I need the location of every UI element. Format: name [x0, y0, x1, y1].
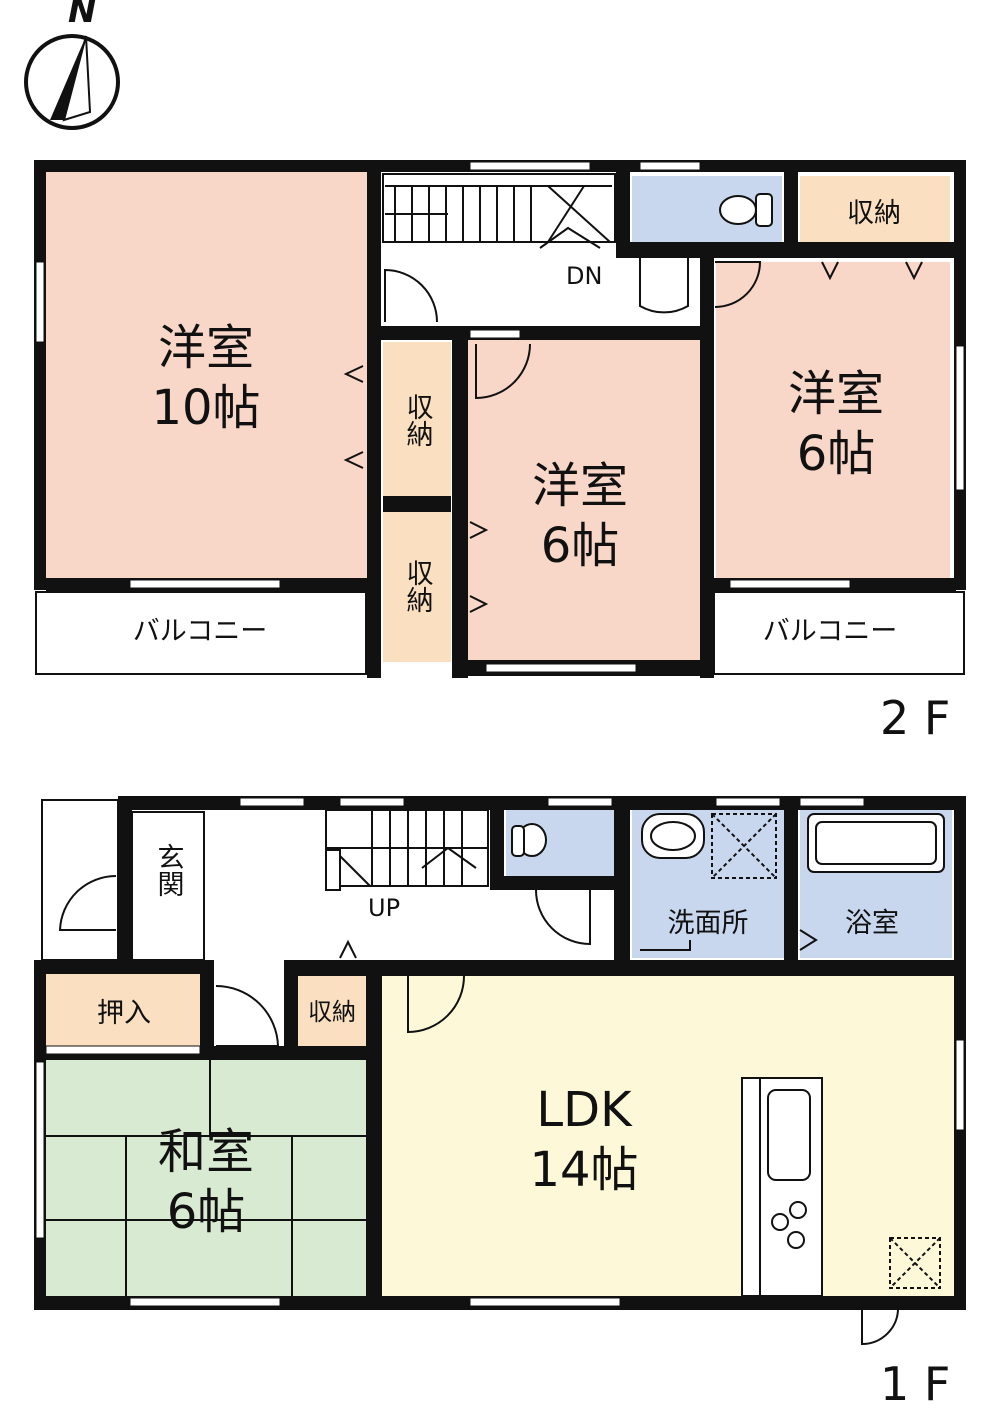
room-storage-mid-lower [383, 512, 451, 662]
kitchen-counter [741, 1077, 823, 1297]
washroom-label: 洗面所 [668, 908, 749, 939]
stove-burner [771, 1213, 789, 1231]
room-size: 14帖 [529, 1142, 638, 1198]
room-western-6-mid [468, 340, 700, 662]
balcony-left [35, 591, 367, 675]
room-size: 6帖 [541, 518, 620, 574]
balcony-right [713, 591, 965, 675]
stairs-up-label: UP [368, 894, 400, 922]
floor-label: 2 F [880, 691, 950, 745]
room-japanese [46, 1060, 368, 1296]
room-ldk [382, 976, 954, 1296]
room-storage-1f [298, 974, 366, 1046]
tatami-lines [46, 1060, 368, 1296]
north-label: N [68, 0, 96, 31]
storage-label: 収納 [308, 998, 356, 1026]
bathtub-icon [807, 813, 945, 873]
floor-label: 1 F [880, 1357, 950, 1411]
stove-burner [789, 1201, 807, 1219]
compass-ring [24, 34, 120, 130]
toilet-icon [511, 823, 547, 857]
entrance-label: 玄関 [153, 843, 184, 897]
storage-label: 収納 [402, 559, 434, 613]
stairs-dn-label: DN [566, 262, 602, 290]
floor-1: UP [34, 796, 966, 1411]
compass-needle [50, 36, 86, 120]
stairs-2f [382, 173, 616, 249]
door-swing [384, 268, 438, 323]
room-size: 10帖 [151, 380, 260, 436]
room-closet [46, 974, 200, 1046]
closet-label: 押入 [97, 998, 151, 1029]
balcony-label: バルコニー [133, 616, 267, 647]
corridor-2f [383, 258, 701, 326]
balcony-label: バルコニー [763, 616, 897, 647]
wall [34, 160, 46, 590]
room-name: 洋室 [158, 320, 254, 376]
ventilation-icon [889, 1237, 941, 1289]
room-name: 洋室 [532, 458, 628, 514]
room-size: 6帖 [167, 1184, 246, 1240]
compass-needle-light [62, 35, 92, 122]
stove-burner [787, 1231, 805, 1249]
storage-label: 収納 [847, 198, 901, 229]
compass: N [24, 0, 120, 130]
room-name: 和室 [158, 1124, 254, 1180]
room-size: 6帖 [797, 426, 876, 482]
toilet-icon [719, 193, 773, 227]
room-western-10 [45, 172, 367, 578]
room-name: LDK [536, 1082, 633, 1138]
storage-label: 収納 [402, 393, 434, 447]
room-name: 洋室 [788, 366, 884, 422]
ventilation-icon [711, 813, 777, 879]
sink-icon [767, 1089, 811, 1181]
room-storage-mid-upper [383, 342, 451, 496]
bathroom-label: 浴室 [845, 908, 899, 939]
room-western-6-right [716, 262, 950, 580]
floor-2: DN 洋室 10帖 洋室 6帖 洋室 6帖 収納 収納 収納 バルコニー バルコ… [34, 160, 966, 745]
room-storage-top [800, 176, 950, 242]
sink-icon [641, 813, 705, 859]
stairs-1f [325, 809, 489, 891]
